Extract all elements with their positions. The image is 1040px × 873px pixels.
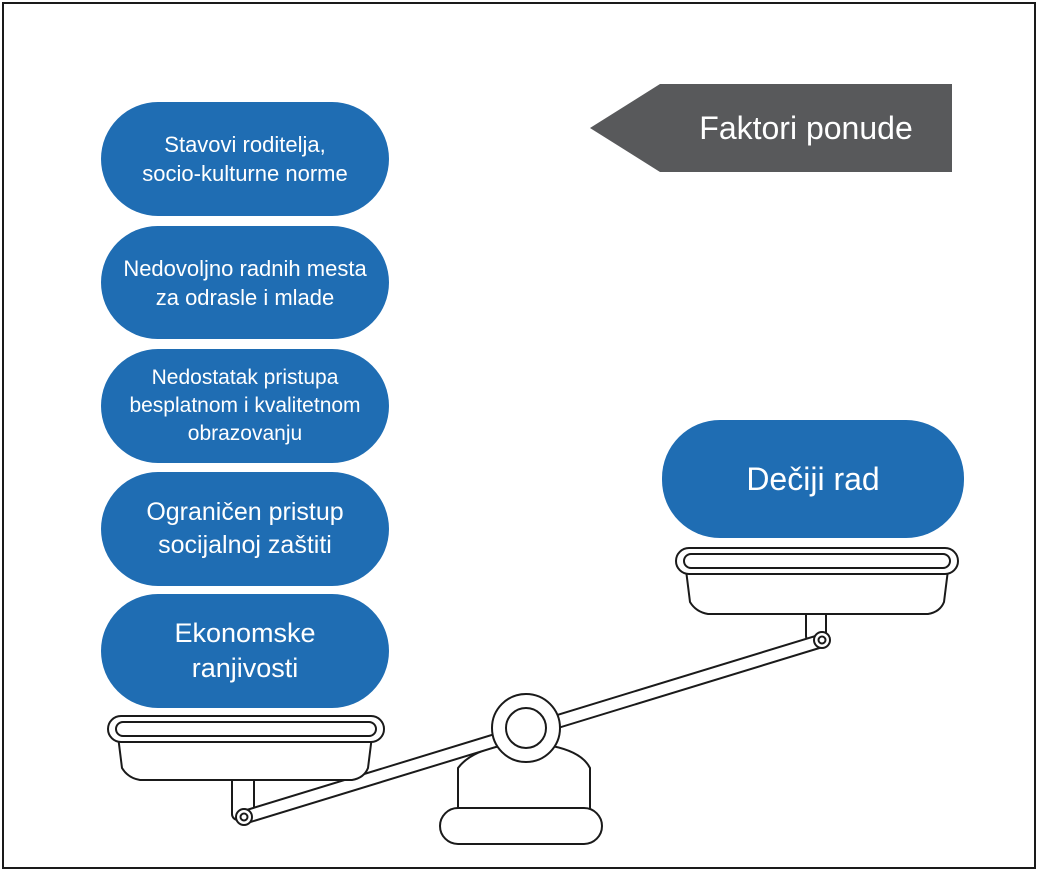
factor-social-protection: Ograničen pristup socijalnoj zaštiti xyxy=(101,472,389,586)
right-joint-inner xyxy=(817,635,827,645)
outcome-child-labour: Dečiji rad xyxy=(662,420,964,538)
scale-foot xyxy=(439,807,603,845)
pivot-inner xyxy=(505,707,547,749)
factor-education-access: Nedostatak pristupa besplatnom i kvalite… xyxy=(101,349,389,463)
factor-economic-vulnerability: Ekonomske ranjivosti xyxy=(101,594,389,708)
left-joint-inner xyxy=(239,812,249,822)
supply-factors-arrow-shape xyxy=(590,84,952,172)
right-pan-bowl xyxy=(685,569,949,615)
factor-insufficient-jobs: Nedovoljno radnih mesta za odrasle i mla… xyxy=(101,226,389,339)
left-pan-bowl xyxy=(117,735,373,781)
supply-factors-label: Faktori ponude xyxy=(699,109,913,146)
right-pan-rim-inner xyxy=(683,553,951,569)
left-pan-rim-inner xyxy=(115,721,377,737)
factor-parental-attitudes: Stavovi roditelja, socio-kulturne norme xyxy=(101,102,389,216)
